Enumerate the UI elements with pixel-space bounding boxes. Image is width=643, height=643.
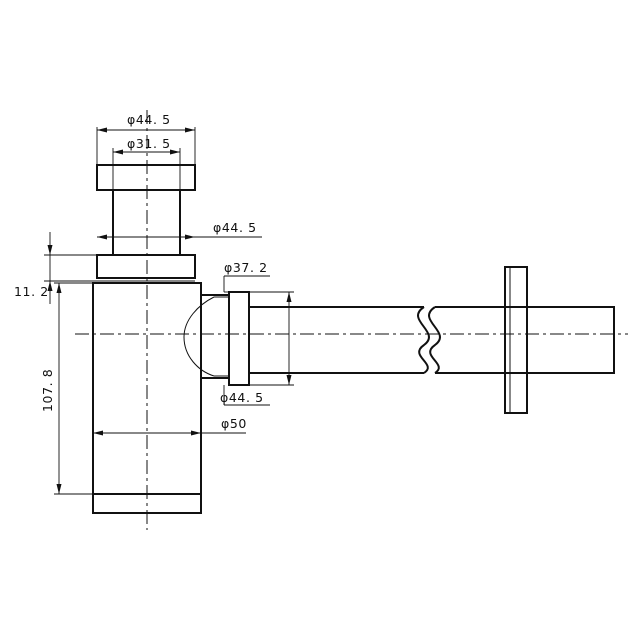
arrow — [56, 283, 62, 293]
nut — [96, 254, 196, 279]
nut-diameter-label: φ44. 5 — [213, 220, 257, 235]
arrow — [97, 234, 107, 240]
dimension-outlet-inner: φ37. 2 — [223, 260, 270, 293]
cap-outer-diameter-label: φ44. 5 — [127, 112, 171, 127]
wall-flange — [504, 266, 528, 414]
dimension-body-height: 107. 8 — [40, 282, 93, 495]
dimension-cap-outer: φ44. 5 — [96, 112, 196, 165]
dimension-nut-height: 11. 2 — [14, 232, 97, 304]
outlet-flange — [228, 291, 250, 386]
nut-height-label: 11. 2 — [14, 284, 49, 299]
pipe-break-right — [428, 306, 441, 374]
outlet-pipe-right — [435, 306, 615, 374]
arrow — [93, 430, 103, 436]
arrow — [286, 375, 292, 385]
body-diameter-label: φ50 — [221, 416, 247, 431]
pipe-break-left — [417, 306, 430, 374]
dimension-cap-inner: φ31. 5 — [112, 136, 181, 190]
dimension-body: φ50 — [93, 416, 247, 436]
bottle-body — [92, 282, 202, 514]
arrow — [47, 281, 53, 291]
arrow — [185, 234, 195, 240]
body-height-label: 107. 8 — [40, 369, 55, 412]
arrow — [185, 127, 195, 133]
centerlines — [75, 110, 628, 530]
outlet-pipe-left — [249, 306, 424, 374]
dimensions: φ44. 5 φ31. 5 φ44. 5 11. 2 — [14, 112, 294, 495]
outlet-inner-diameter-label: φ37. 2 — [224, 260, 268, 275]
dimension-outlet-flange: φ44. 5 — [220, 291, 294, 406]
arrow — [286, 292, 292, 302]
arrow — [191, 430, 201, 436]
dimension-nut: φ44. 5 — [97, 220, 262, 240]
outlet-neck-curve — [183, 296, 215, 377]
arrow — [97, 127, 107, 133]
arrow — [170, 149, 180, 155]
outlet-flange-diameter-label: φ44. 5 — [220, 390, 264, 405]
outlet-neck — [201, 294, 230, 379]
arrow — [47, 245, 53, 255]
cap-inner-diameter-label: φ31. 5 — [127, 136, 171, 151]
arrow — [56, 484, 62, 494]
trap-parts — [92, 164, 615, 514]
arrow — [113, 149, 123, 155]
